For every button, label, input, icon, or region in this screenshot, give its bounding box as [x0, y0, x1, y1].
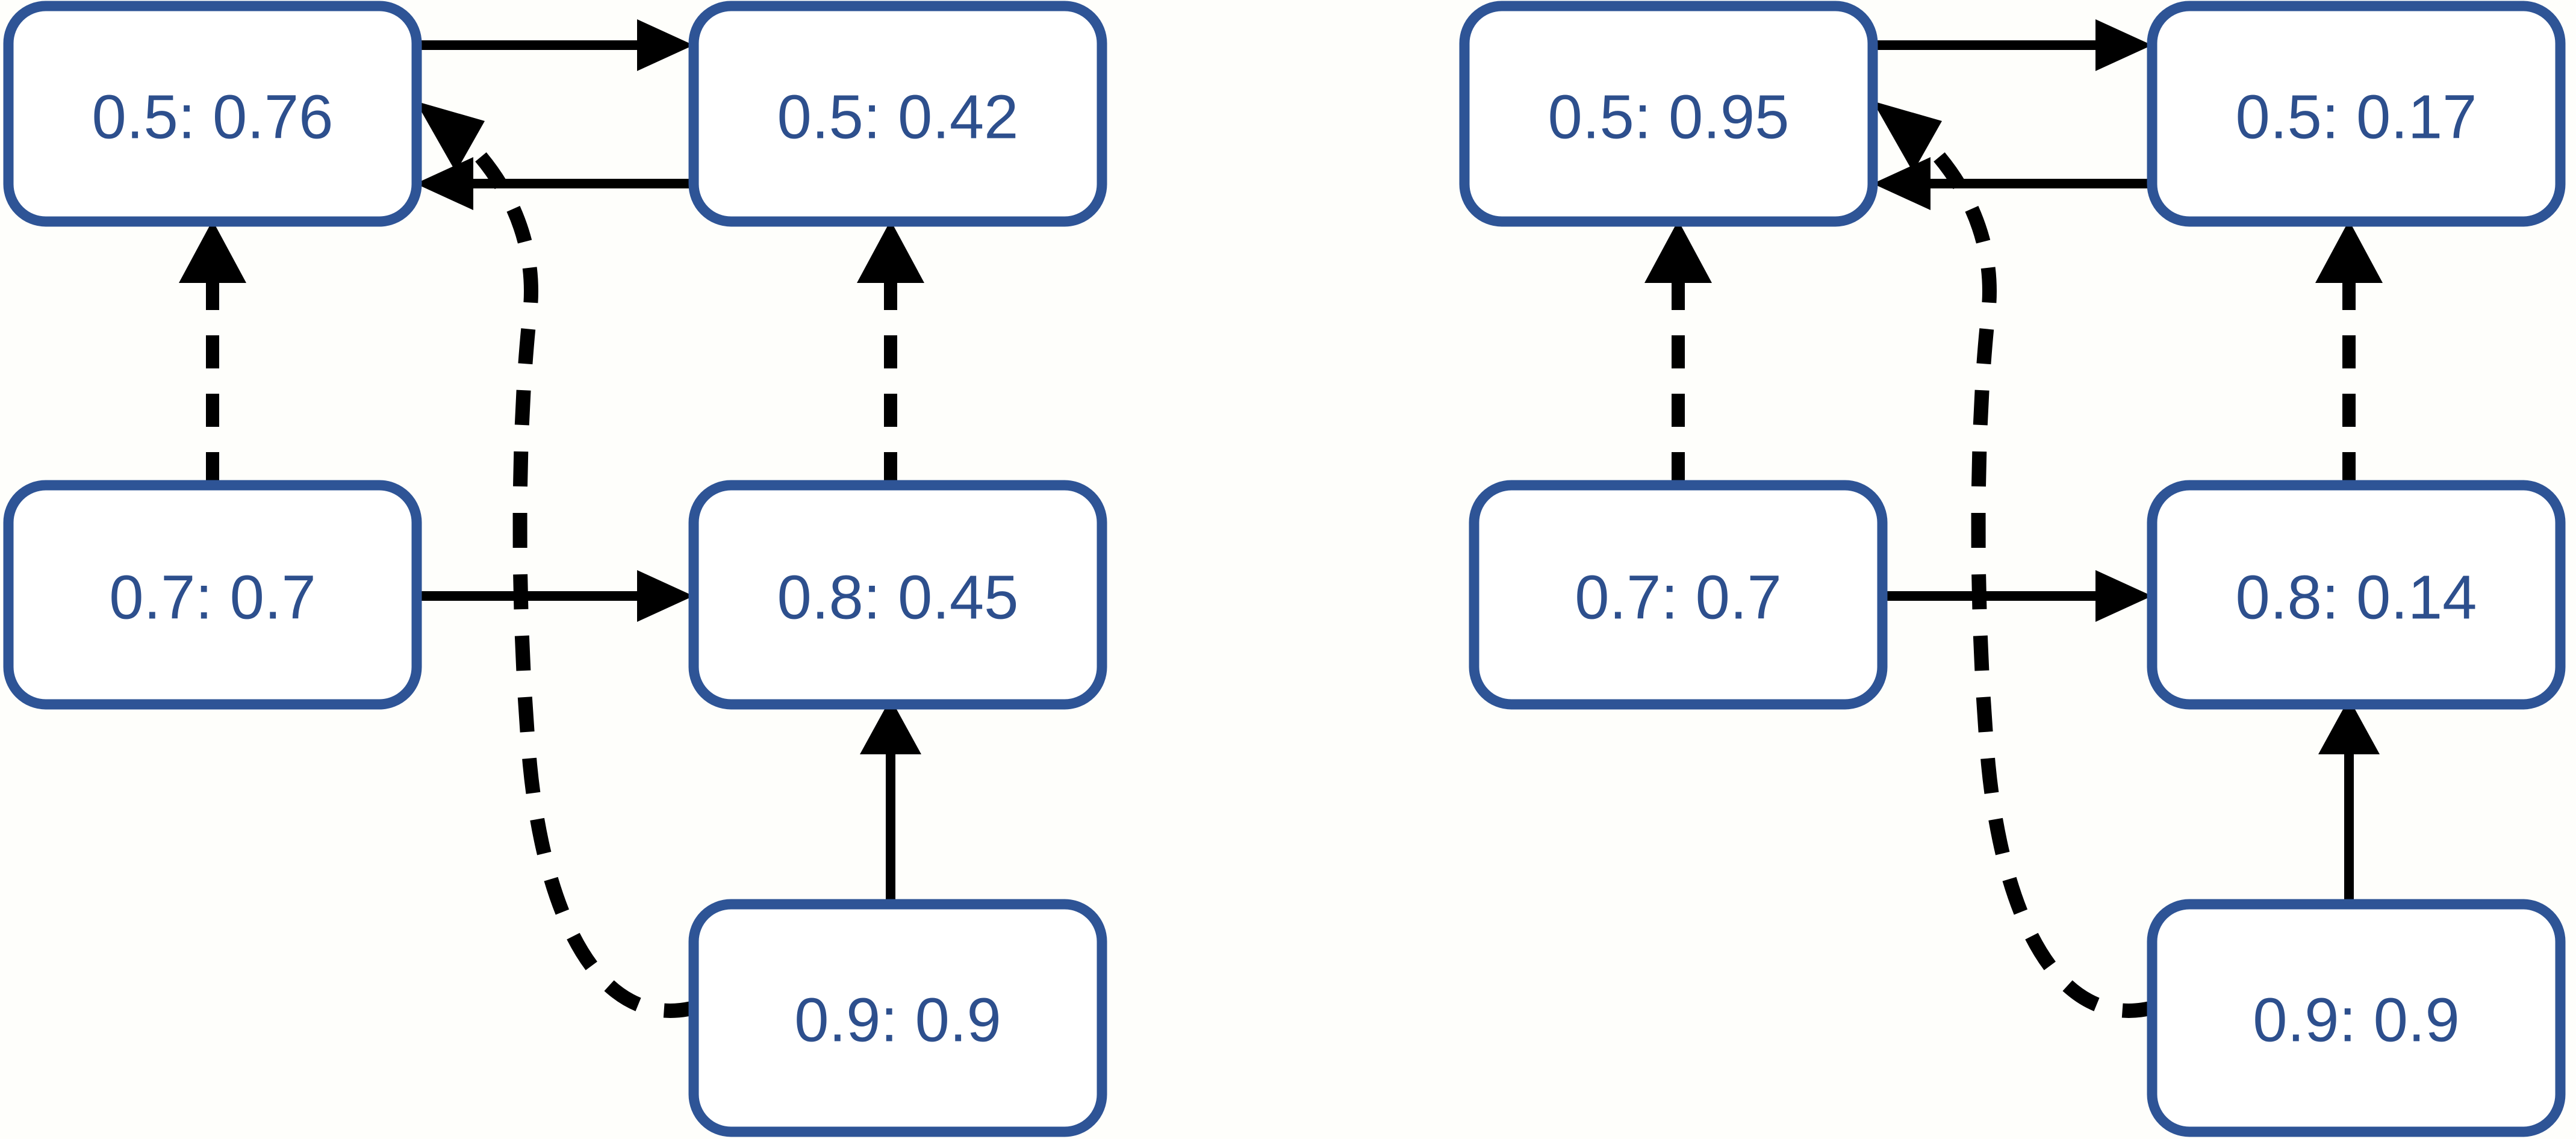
edge-Lmidleft-to-Ltopleft — [179, 220, 246, 485]
arrowhead-left-icon — [415, 157, 473, 210]
arrowhead-up-icon — [1644, 220, 1712, 283]
edge-Ltopright-to-Ltopleft — [415, 157, 697, 210]
node-box[interactable] — [2147, 1, 2566, 227]
node-box[interactable] — [688, 1, 1107, 227]
edge-Lbottomright-to-Ltopleft-curve — [415, 101, 701, 1018]
right-nodes: 0.5: 0.95 0.5: 0.17 0.7: 0.7 0.8: 0.14 0 — [1459, 1, 2566, 1137]
arrowhead-right-icon — [637, 19, 694, 71]
arrowhead-right-icon — [2095, 19, 2152, 71]
node-R-top-left[interactable]: 0.5: 0.95 — [1459, 1, 1878, 227]
arrowhead-diagonal-icon — [415, 101, 485, 172]
node-label: 0.7: 0.7 — [109, 563, 316, 632]
left-nodes: 0.5: 0.76 0.5: 0.42 0.7: 0.7 0.8: 0.45 0 — [3, 1, 1107, 1137]
node-label: 0.5: 0.42 — [777, 82, 1019, 152]
node-label: 0.8: 0.45 — [777, 563, 1019, 632]
edge-Lbottomright-to-Lmidright — [860, 698, 921, 904]
node-label: 0.5: 0.95 — [1548, 82, 1790, 152]
arrowhead-right-icon — [2095, 570, 2152, 622]
node-label: 0.7: 0.7 — [1575, 563, 1782, 632]
arrowhead-left-icon — [1873, 157, 1930, 210]
node-L-bottom-right[interactable]: 0.9: 0.9 — [688, 899, 1107, 1137]
edge-Rbottomright-to-Rmidright — [2318, 698, 2380, 904]
edge-Rtopright-to-Rtopleft — [1873, 157, 2156, 210]
edge-Rmidleft-to-Rmidright — [1881, 570, 2152, 622]
edge-Lmidleft-to-Lmidright — [415, 570, 694, 622]
node-L-top-right[interactable]: 0.5: 0.42 — [688, 1, 1107, 227]
arrowhead-up-icon — [2315, 220, 2383, 283]
node-label: 0.5: 0.76 — [92, 82, 334, 152]
edge-Rtopleft-to-Rtopright — [1869, 19, 2152, 71]
node-R-mid-left[interactable]: 0.7: 0.7 — [1469, 480, 1888, 710]
node-L-mid-left[interactable]: 0.7: 0.7 — [3, 480, 422, 710]
arrowhead-up-icon — [179, 220, 246, 283]
node-box[interactable] — [2147, 480, 2566, 710]
left-edges — [179, 19, 924, 1018]
edge-Lmidright-to-Ltopright — [857, 220, 924, 485]
arrowhead-up-icon — [857, 220, 924, 283]
node-R-bottom-right[interactable]: 0.9: 0.9 — [2147, 899, 2566, 1137]
edge-Rmidleft-to-Rtopleft — [1644, 220, 1712, 485]
node-box[interactable] — [2147, 899, 2566, 1137]
node-label: 0.9: 0.9 — [794, 985, 1001, 1055]
left-graph: 0.5: 0.76 0.5: 0.42 0.7: 0.7 0.8: 0.45 0 — [3, 1, 1107, 1137]
node-L-top-left[interactable]: 0.5: 0.76 — [3, 1, 422, 227]
node-box[interactable] — [3, 480, 422, 710]
arrowhead-diagonal-icon — [1873, 101, 1942, 172]
edge-Ltopleft-to-Ltopright — [413, 19, 694, 71]
node-label: 0.8: 0.14 — [2236, 563, 2477, 632]
node-box[interactable] — [1469, 480, 1888, 710]
node-box[interactable] — [688, 480, 1107, 710]
edge-Rbottomright-to-Rtopleft-curve — [1873, 101, 2159, 1018]
arrowhead-up-icon — [860, 698, 921, 754]
node-box[interactable] — [1459, 1, 1878, 227]
right-graph: 0.5: 0.95 0.5: 0.17 0.7: 0.7 0.8: 0.14 0 — [1459, 1, 2566, 1137]
node-box[interactable] — [3, 1, 422, 227]
arrowhead-up-icon — [2318, 698, 2380, 754]
edge-Rmidright-to-Rtopright — [2315, 220, 2383, 485]
node-L-mid-right[interactable]: 0.8: 0.45 — [688, 480, 1107, 710]
node-R-top-right[interactable]: 0.5: 0.17 — [2147, 1, 2566, 227]
node-label: 0.9: 0.9 — [2253, 985, 2460, 1055]
node-label: 0.5: 0.17 — [2236, 82, 2477, 152]
arrowhead-right-icon — [637, 570, 694, 622]
node-R-mid-right[interactable]: 0.8: 0.14 — [2147, 480, 2566, 710]
node-box[interactable] — [688, 899, 1107, 1137]
right-edges — [1644, 19, 2383, 1018]
